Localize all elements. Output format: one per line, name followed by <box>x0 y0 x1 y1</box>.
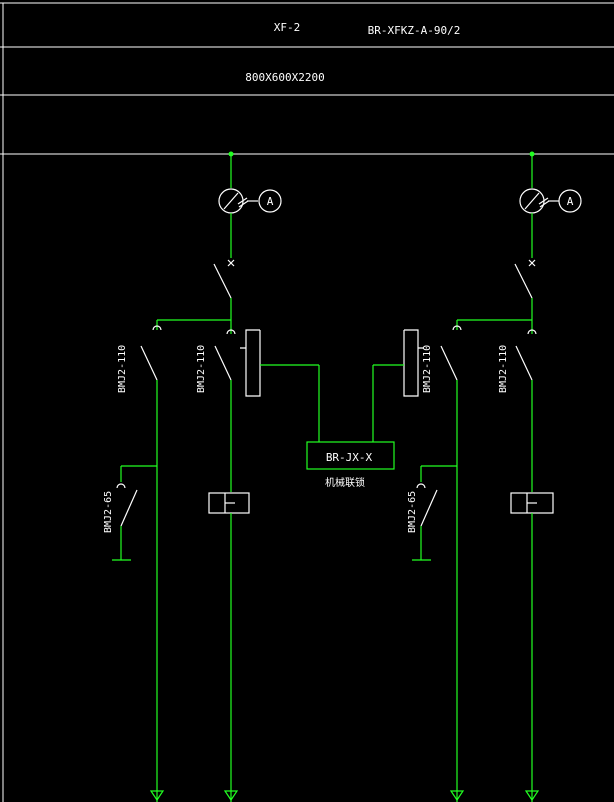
right-isolator-blade-icon <box>514 263 533 299</box>
right-interlock-bracket-icon <box>403 329 424 397</box>
left-ammeter-label: A <box>267 195 274 208</box>
interlock-box-label: BR-JX-X <box>326 451 373 464</box>
right-aux-breaker-arc-icon <box>416 483 426 489</box>
left-breaker2-blade-icon <box>214 345 232 381</box>
right-breaker1-arc-icon <box>452 325 462 331</box>
left-circuit: A BMJ2-110 BMJ2-110 BMJ2-65 <box>103 151 320 802</box>
right-outlet2-arrow-icon <box>524 790 540 802</box>
left-outlet2-arrow-icon <box>223 790 239 802</box>
right-breaker2-label: BMJ2-110 <box>498 345 509 393</box>
right-outlet1-arrow-icon <box>449 790 465 802</box>
left-breaker1-arc-icon <box>152 325 162 331</box>
left-breaker1-blade-icon <box>140 345 158 381</box>
right-breaker1-label: BMJ2-110 <box>422 345 433 393</box>
left-aux-breaker-blade-icon <box>120 489 138 527</box>
left-isolator-blade-icon <box>213 263 232 299</box>
left-breaker2-label: BMJ2-110 <box>196 345 207 393</box>
right-breaker1-blade-icon <box>440 345 458 381</box>
left-interlock-bracket-icon <box>240 329 261 397</box>
left-breaker1-label: BMJ2-110 <box>117 345 128 393</box>
interlock-box <box>306 441 395 470</box>
left-aux-breaker-label: BMJ2-65 <box>103 491 114 533</box>
left-ammeter-icon <box>258 189 282 213</box>
right-ammeter-label: A <box>567 195 574 208</box>
interlock-caption: 机械联锁 <box>325 476 365 489</box>
cabinet-model: BR-XFKZ-A-90/2 <box>368 24 461 37</box>
interlock-unit: BR-JX-X 机械联锁 <box>306 441 395 489</box>
left-aux-breaker-arc-icon <box>116 483 126 489</box>
right-circuit: A BMJ2-110 BMJ2-110 BMJ2-65 <box>372 151 582 802</box>
right-aux-breaker-blade-icon <box>420 489 438 527</box>
cabinet-dimensions: 800X600X2200 <box>245 71 324 84</box>
right-aux-breaker-label: BMJ2-65 <box>407 491 418 533</box>
right-ammeter-icon <box>558 189 582 213</box>
left-coil-icon <box>208 492 250 514</box>
left-breaker2-arc-icon <box>226 329 236 335</box>
right-breaker2-blade-icon <box>515 345 533 381</box>
cabinet-code: XF-2 <box>274 21 301 34</box>
right-breaker2-arc-icon <box>527 329 537 335</box>
left-outlet1-arrow-icon <box>149 790 165 802</box>
